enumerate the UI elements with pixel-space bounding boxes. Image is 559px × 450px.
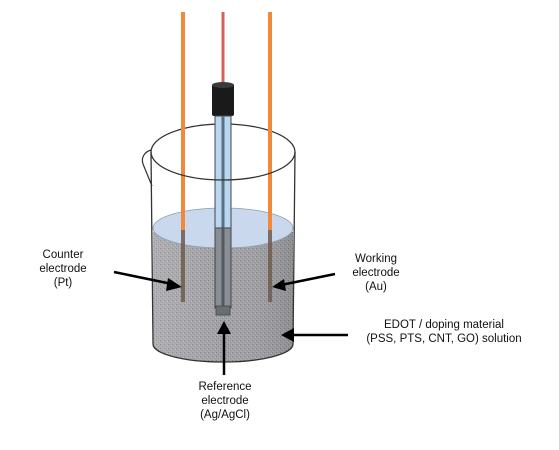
reference-electrode-label: Reference electrode (Ag/AgCl) (180, 380, 270, 422)
reference-label-line-3: (Ag/AgCl) (200, 409, 250, 421)
working-electrode-label: Working electrode (Au) (336, 252, 416, 294)
reference-electrode-tip (215, 305, 231, 316)
working-label-line-2: electrode (352, 267, 400, 279)
working-electrode-wire-submerged (268, 230, 272, 302)
reference-electrode-wire (221, 12, 225, 84)
beaker-wall-right (292, 151, 296, 345)
counter-electrode-arrow (113, 270, 182, 291)
working-label-line-1: Working (355, 253, 397, 265)
counter-label-line-3: (Pt) (53, 277, 73, 289)
working-label-line-3: (Au) (365, 281, 387, 293)
counter-label-line-1: Counter (42, 249, 84, 261)
solution-label: EDOT / doping material (PSS, PTS, CNT, G… (344, 318, 544, 346)
reference-label-line-2: electrode (201, 395, 249, 407)
solution-label-line-1: EDOT / doping material (384, 319, 504, 331)
beaker-wall-left (150, 151, 154, 345)
reference-electrode-arrow (217, 321, 231, 375)
working-electrode-arrow (272, 272, 336, 291)
working-electrode-wire (268, 12, 272, 230)
beaker-rim-front (150, 151, 296, 181)
solution-label-line-2: (PSS, PTS, CNT, GO) solution (366, 333, 522, 345)
reference-label-line-1: Reference (198, 381, 252, 393)
beaker-spout (141, 149, 153, 187)
counter-label-line-2: electrode (39, 263, 87, 275)
reference-electrode-cap (212, 84, 234, 116)
solution-arrow (281, 328, 348, 342)
counter-electrode-wire-submerged (181, 230, 185, 302)
counter-electrode-wire (181, 12, 185, 230)
counter-electrode-label: Counter electrode (Pt) (28, 248, 98, 290)
